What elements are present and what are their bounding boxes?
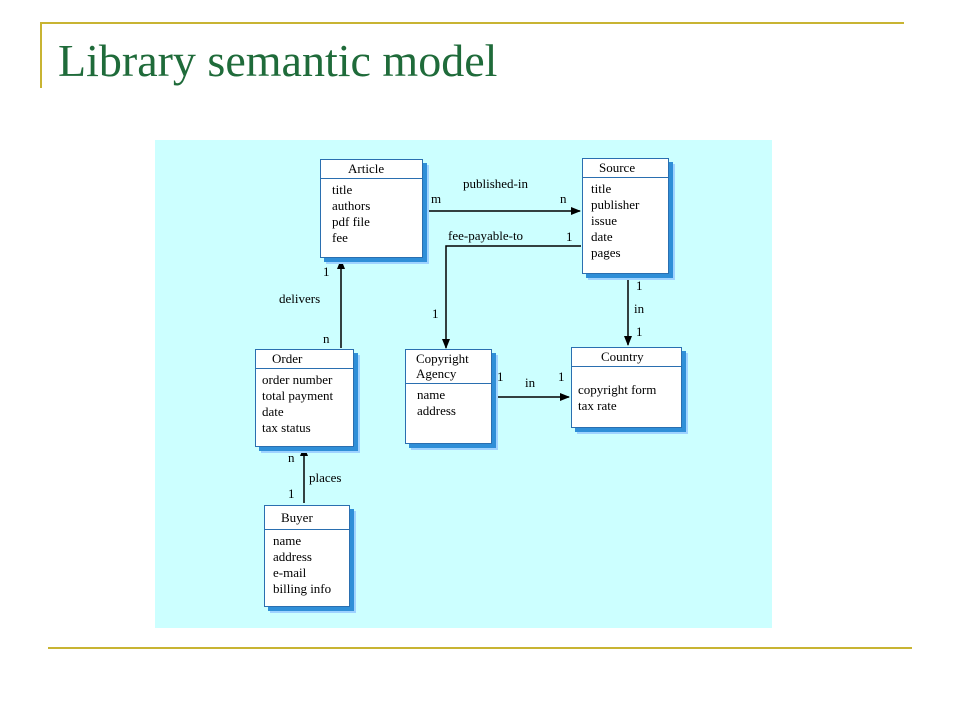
agency-in-cardinality-agency: 1 (497, 369, 504, 384)
attribute: address (417, 403, 456, 418)
attribute: tax status (262, 420, 311, 435)
entity-copyright-agency-name-line1: Copyright (416, 351, 469, 366)
published-in-cardinality-article: m (431, 191, 442, 206)
entity-article-attributes: title authors pdf file fee (321, 179, 422, 246)
attribute: address (273, 549, 312, 564)
entity-order-attributes: order number total payment date tax stat… (256, 369, 353, 436)
attribute: publisher (591, 197, 640, 212)
attribute: order number (262, 372, 333, 387)
attribute: name (417, 387, 446, 402)
entity-country-name: Country (572, 348, 681, 367)
entity-country[interactable]: Country copyright form tax rate (571, 347, 682, 428)
attribute: total payment (262, 388, 334, 403)
attribute: issue (591, 213, 617, 228)
entity-article-name-text: Article (348, 161, 385, 176)
fee-payable-to-label: fee-payable-to (448, 228, 524, 243)
places-cardinality-order: n (288, 450, 295, 465)
entity-copyright-agency-attributes: name address (406, 384, 491, 419)
entity-order-name-text: Order (272, 351, 303, 366)
delivers-label: delivers (279, 291, 321, 306)
entity-country-name-text: Country (601, 349, 644, 364)
attribute: date (262, 404, 284, 419)
places-label: places (309, 470, 342, 485)
accent-rule-top (40, 22, 904, 24)
slide-title: Library semantic model (58, 35, 498, 86)
entity-source-name: Source (583, 159, 668, 178)
accent-rule-bottom (48, 647, 912, 649)
attribute: title (591, 181, 612, 196)
entity-order-name: Order (256, 350, 353, 369)
entity-order[interactable]: Order order number total payment date ta… (255, 349, 354, 447)
delivers-cardinality-article: 1 (323, 264, 330, 279)
attribute: copyright form (578, 382, 657, 397)
delivers-cardinality-order: n (323, 331, 330, 346)
source-in-label: in (634, 301, 645, 316)
fee-payable-to-connector (442, 245, 581, 349)
attribute: date (591, 229, 613, 244)
attribute: authors (332, 198, 371, 213)
entity-buyer[interactable]: Buyer name address e-mail billing info (264, 505, 350, 607)
entity-copyright-agency[interactable]: Copyright Agency name address (405, 349, 492, 444)
entity-source-attributes: title publisher issue date pages (583, 178, 668, 261)
entity-buyer-attributes: name address e-mail billing info (265, 530, 349, 597)
entity-source[interactable]: Source title publisher issue date pages (582, 158, 669, 274)
fee-payable-to-cardinality-agency: 1 (432, 306, 439, 321)
published-in-cardinality-source: n (560, 191, 567, 206)
source-in-cardinality-source: 1 (636, 278, 643, 293)
attribute: pages (591, 245, 621, 260)
fee-payable-to-cardinality-source: 1 (566, 229, 573, 244)
entity-buyer-name: Buyer (265, 506, 349, 530)
entity-source-name-text: Source (599, 160, 636, 175)
entity-copyright-agency-name-line2: Agency (416, 366, 457, 381)
entity-copyright-agency-name: Copyright Agency (406, 350, 491, 384)
source-in-cardinality-country: 1 (636, 324, 643, 339)
entity-article[interactable]: Article title authors pdf file fee (320, 159, 423, 258)
attribute: fee (332, 230, 348, 245)
entity-article-name: Article (321, 160, 422, 179)
agency-in-label: in (525, 375, 536, 390)
published-in-label: published-in (463, 176, 528, 191)
accent-rule-vertical (40, 22, 42, 88)
attribute: pdf file (332, 214, 370, 229)
attribute: e-mail (273, 565, 307, 580)
entity-buyer-name-text: Buyer (281, 510, 313, 525)
attribute: name (273, 533, 302, 548)
attribute: billing info (273, 581, 332, 596)
places-cardinality-buyer: 1 (288, 486, 295, 501)
entity-country-attributes: copyright form tax rate (572, 367, 681, 414)
attribute: title (332, 182, 353, 197)
agency-in-cardinality-country: 1 (558, 369, 565, 384)
attribute: tax rate (578, 398, 617, 413)
